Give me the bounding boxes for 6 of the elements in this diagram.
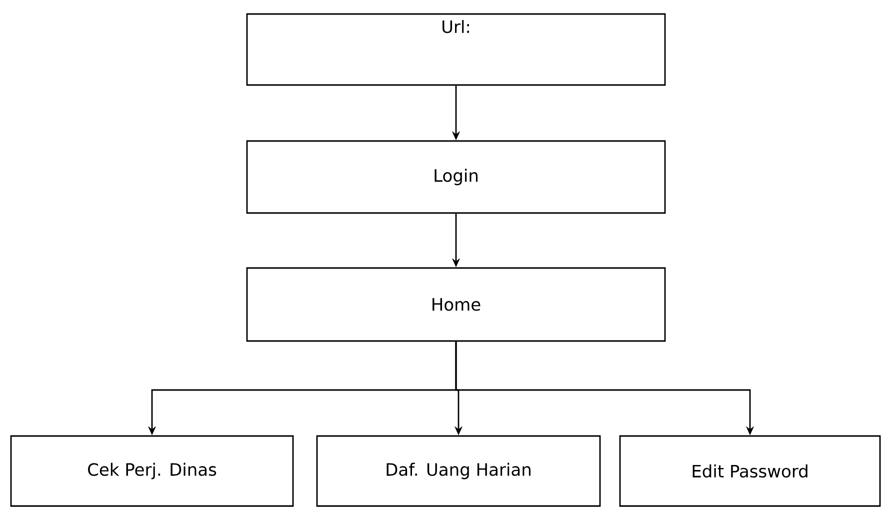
page-box: Login — [246, 140, 666, 214]
page-box: Url: — [246, 13, 666, 86]
page-box: Home — [246, 267, 666, 342]
page-box: Edit Password — [619, 435, 881, 507]
page-box: Cek Perj. Dinas — [10, 435, 294, 507]
page-box: Daf. Uang Harian — [316, 435, 601, 507]
